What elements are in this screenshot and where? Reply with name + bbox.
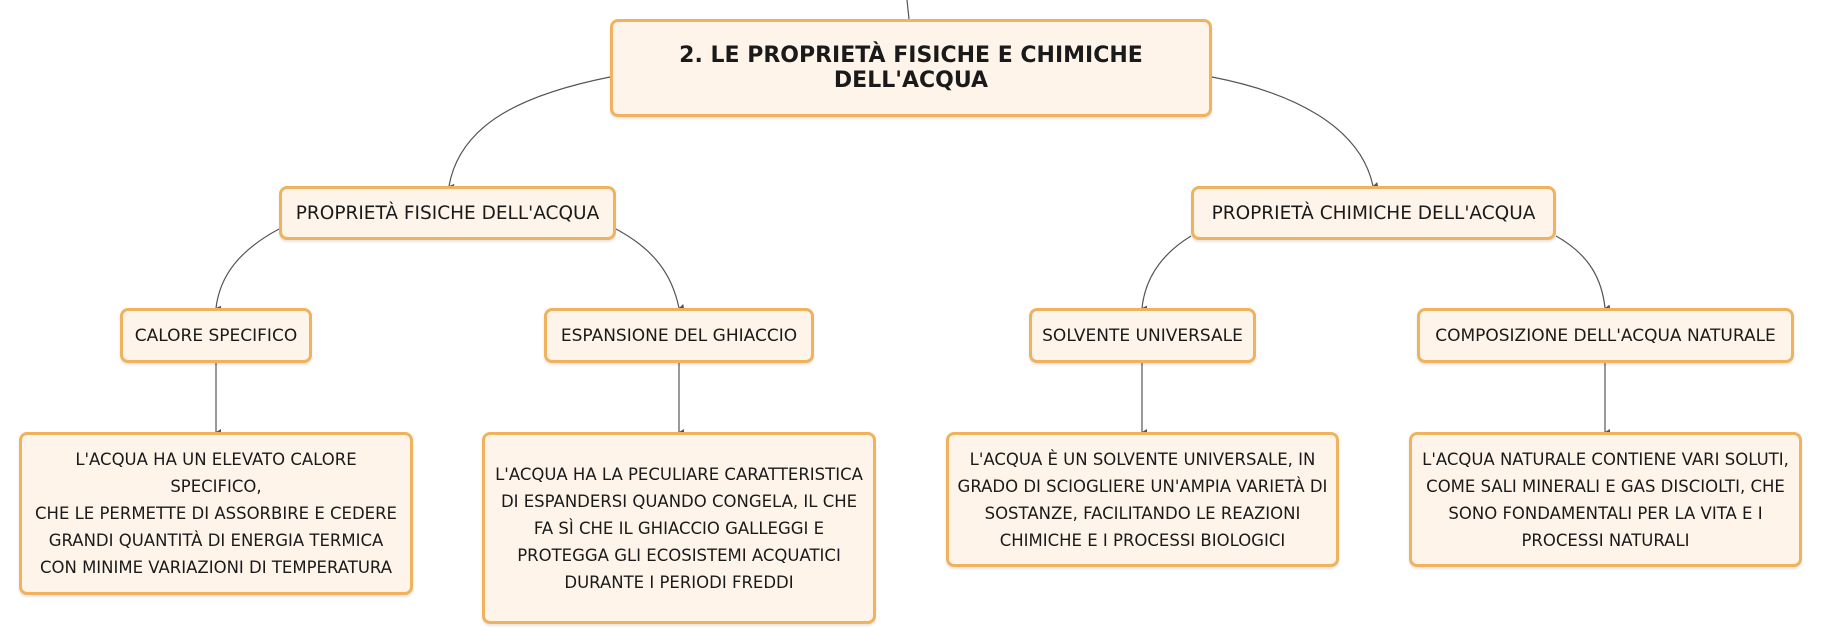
connector-chemical-to-solvent	[1141, 235, 1192, 312]
description-line: CHE LE PERMETTE DI ASSORBIRE E CEDERE	[35, 504, 397, 523]
description-line: PROCESSI NATURALI	[1521, 530, 1690, 550]
specific-heat-node[interactable]: CALORE SPECIFICO	[120, 308, 312, 363]
description-line: L'ACQUA NATURALE CONTIENE VARI SOLUTI,	[1422, 449, 1789, 469]
natural-composition-description: L'ACQUA NATURALE CONTIENE VARI SOLUTI, C…	[1422, 446, 1789, 554]
ice-expansion-node[interactable]: ESPANSIONE DEL GHIACCIO	[544, 308, 814, 363]
description-line: GRADO DI SCIOGLIERE UN'AMPIA VARIETÀ DI	[957, 476, 1328, 496]
universal-solvent-description-node[interactable]: L'ACQUA È UN SOLVENTE UNIVERSALE, IN GRA…	[946, 432, 1339, 567]
description-line: L'ACQUA È UN SOLVENTE UNIVERSALE, IN	[969, 449, 1316, 469]
ice-expansion-description-node[interactable]: L'ACQUA HA LA PECULIARE CARATTERISTICA D…	[482, 432, 876, 624]
description-line: L'ACQUA HA LA PECULIARE CARATTERISTICA	[495, 464, 863, 484]
specific-heat-description-node[interactable]: L'ACQUA HA UN ELEVATO CALORE SPECIFICO, …	[19, 432, 413, 595]
connector-root-to-chemical	[1211, 76, 1379, 188]
chemical-properties-node[interactable]: PROPRIETÀ CHIMICHE DELL'ACQUA	[1191, 186, 1556, 240]
natural-composition-label: COMPOSIZIONE DELL'ACQUA NATURALE	[1435, 325, 1776, 346]
description-line: SONO FONDAMENTALI PER LA VITA E I	[1448, 503, 1763, 523]
connector-chemical-to-composition	[1555, 235, 1611, 311]
description-line: CON MINIME VARIAZIONI DI TEMPERATURA	[39, 558, 393, 577]
description-line: PROTEGGA GLI ECOSISTEMI ACQUATICI	[517, 545, 841, 565]
description-line: FA SÌ CHE IL GHIACCIO GALLEGGI E	[533, 518, 825, 538]
ice-expansion-label: ESPANSIONE DEL GHIACCIO	[560, 325, 798, 346]
description-line: SOSTANZE, FACILITANDO LE REAZIONI	[984, 503, 1301, 523]
specific-heat-description: L'ACQUA HA UN ELEVATO CALORE SPECIFICO, …	[28, 446, 404, 581]
chemical-properties-label: PROPRIETÀ CHIMICHE DELL'ACQUA	[1211, 202, 1536, 224]
ice-expansion-description: L'ACQUA HA LA PECULIARE CARATTERISTICA D…	[495, 461, 863, 596]
physical-properties-node[interactable]: PROPRIETÀ FISICHE DELL'ACQUA	[279, 186, 616, 240]
connector-physical-to-ice-expansion	[615, 228, 685, 310]
specific-heat-label: CALORE SPECIFICO	[134, 325, 298, 346]
universal-solvent-node[interactable]: SOLVENTE UNIVERSALE	[1029, 308, 1256, 363]
physical-properties-label: PROPRIETÀ FISICHE DELL'ACQUA	[295, 202, 600, 224]
description-line: GRANDI QUANTITÀ DI ENERGIA TERMICA	[48, 531, 384, 550]
natural-composition-description-node[interactable]: L'ACQUA NATURALE CONTIENE VARI SOLUTI, C…	[1409, 432, 1802, 567]
description-line: COME SALI MINERALI E GAS DISCIOLTI, CHE	[1426, 476, 1785, 496]
connector-physical-to-specific-heat	[215, 228, 280, 312]
description-line: L'ACQUA HA UN ELEVATO CALORE SPECIFICO,	[75, 450, 357, 496]
universal-solvent-label: SOLVENTE UNIVERSALE	[1042, 325, 1243, 346]
description-line: DURANTE I PERIODI FREDDI	[564, 572, 794, 592]
root-topic-node[interactable]: 2. LE PROPRIETÀ FISICHE E CHIMICHE DELL'…	[610, 19, 1212, 117]
natural-composition-node[interactable]: COMPOSIZIONE DELL'ACQUA NATURALE	[1417, 308, 1794, 363]
root-topic-label: 2. LE PROPRIETÀ FISICHE E CHIMICHE DELL'…	[679, 43, 1143, 93]
universal-solvent-description: L'ACQUA È UN SOLVENTE UNIVERSALE, IN GRA…	[958, 446, 1328, 554]
description-line: DI ESPANDERSI QUANDO CONGELA, IL CHE	[500, 491, 858, 511]
connector-root-to-physical	[448, 76, 611, 190]
connector-parent-to-root	[906, 0, 910, 20]
description-line: CHIMICHE E I PROCESSI BIOLOGICI	[999, 530, 1286, 550]
